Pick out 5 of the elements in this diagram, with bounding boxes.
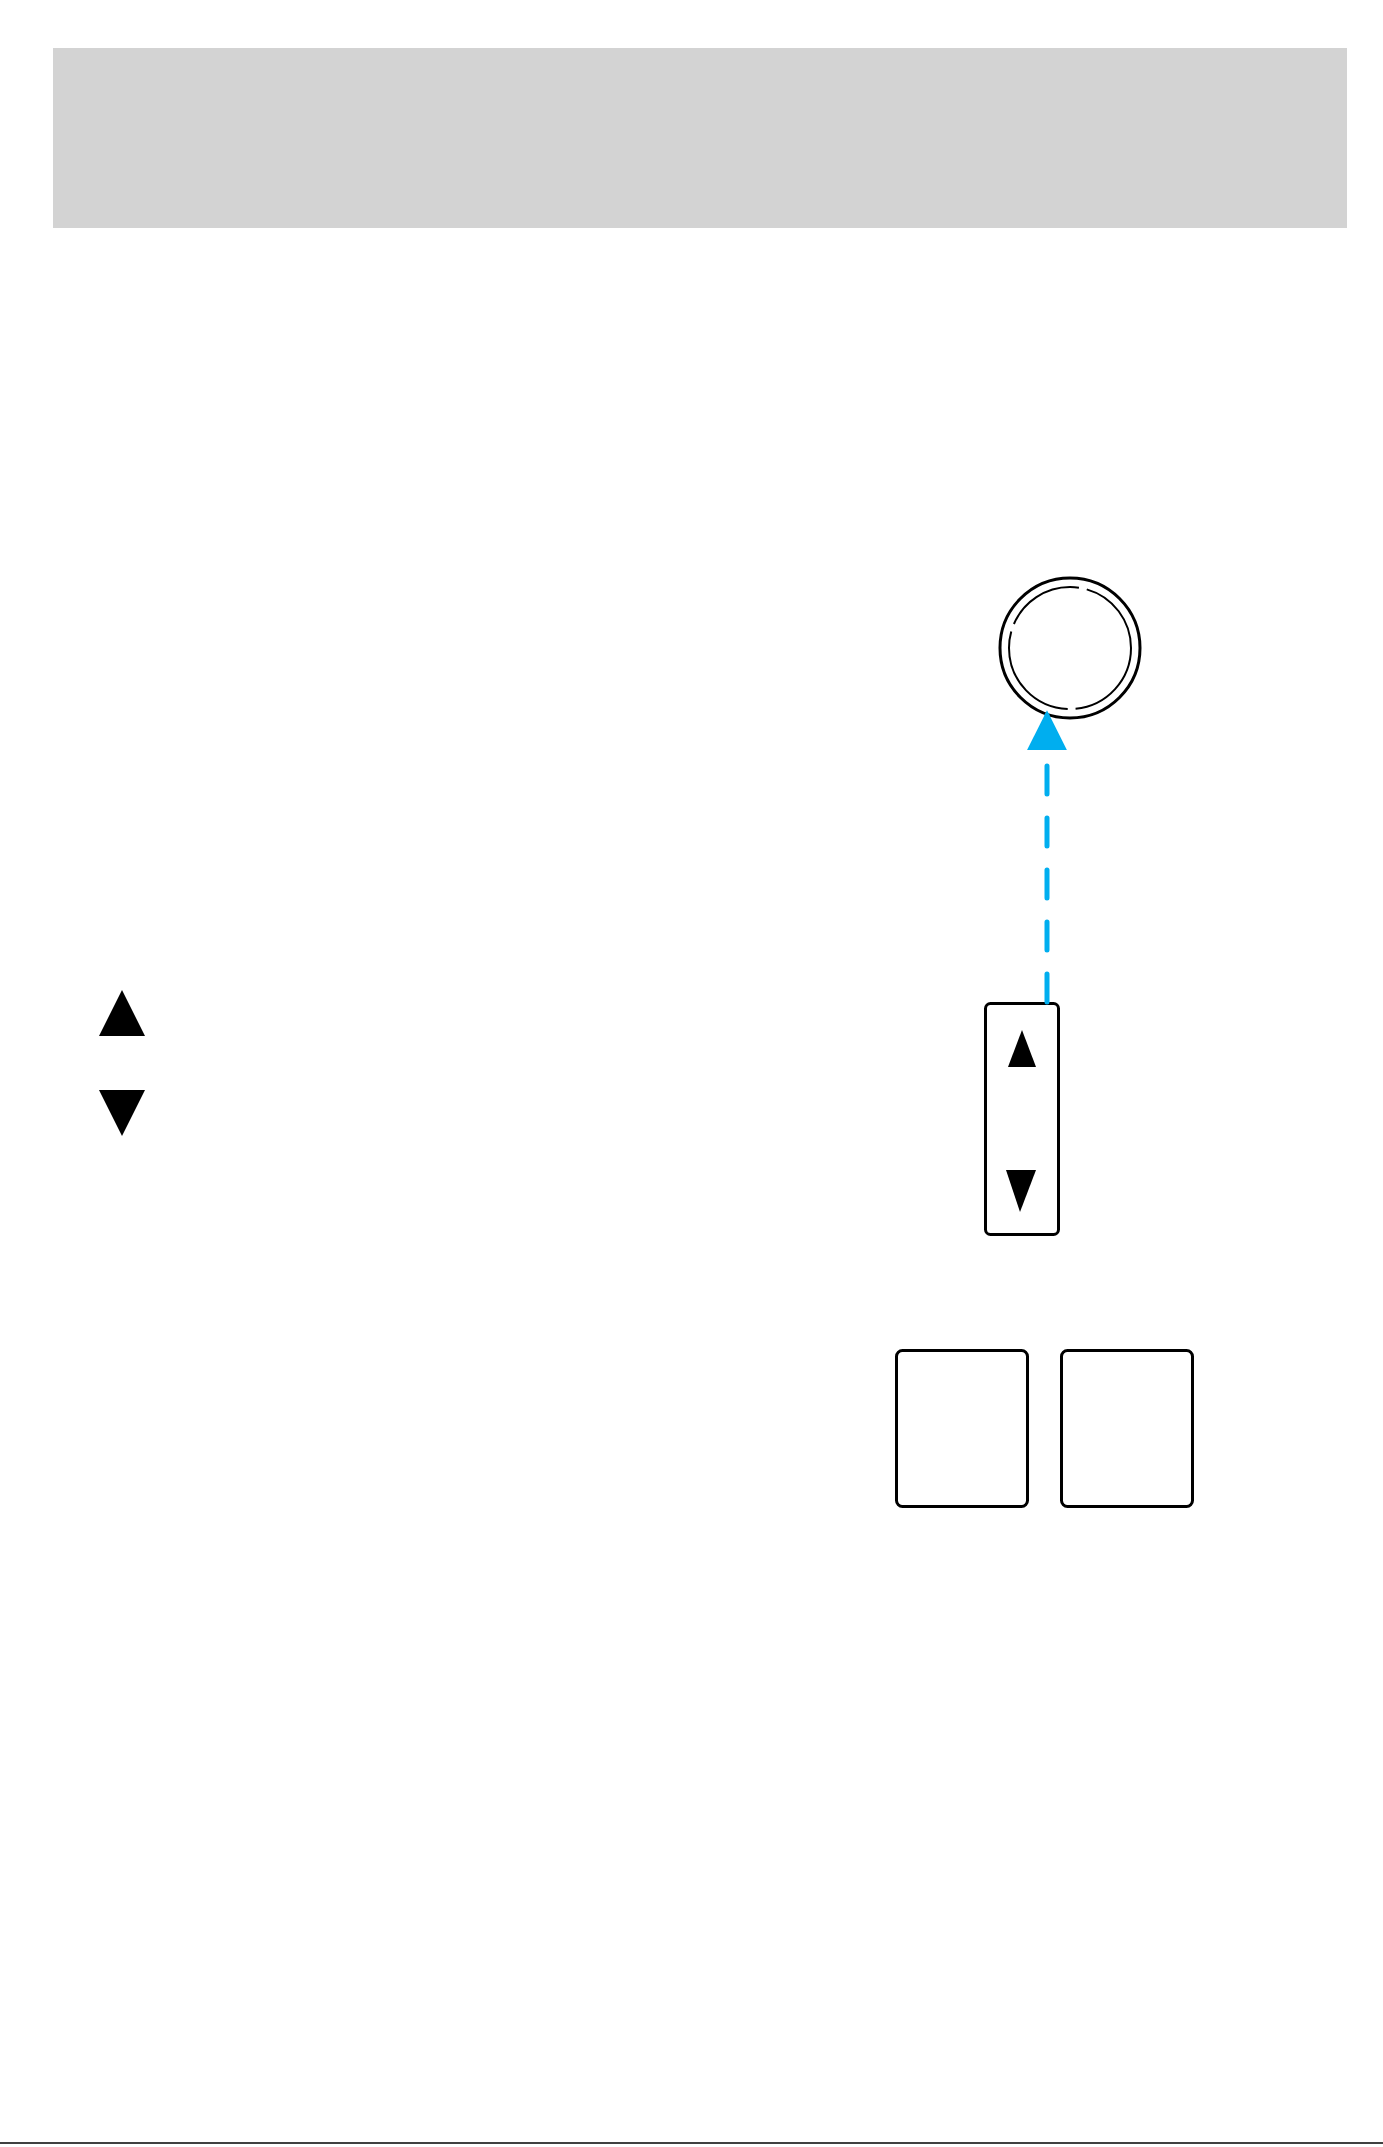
round-knob (998, 576, 1142, 720)
dashed-arrow (1027, 710, 1067, 1005)
rocker-switch (984, 1002, 1060, 1236)
switch-button (895, 1349, 1029, 1508)
switch-button (1060, 1349, 1194, 1508)
